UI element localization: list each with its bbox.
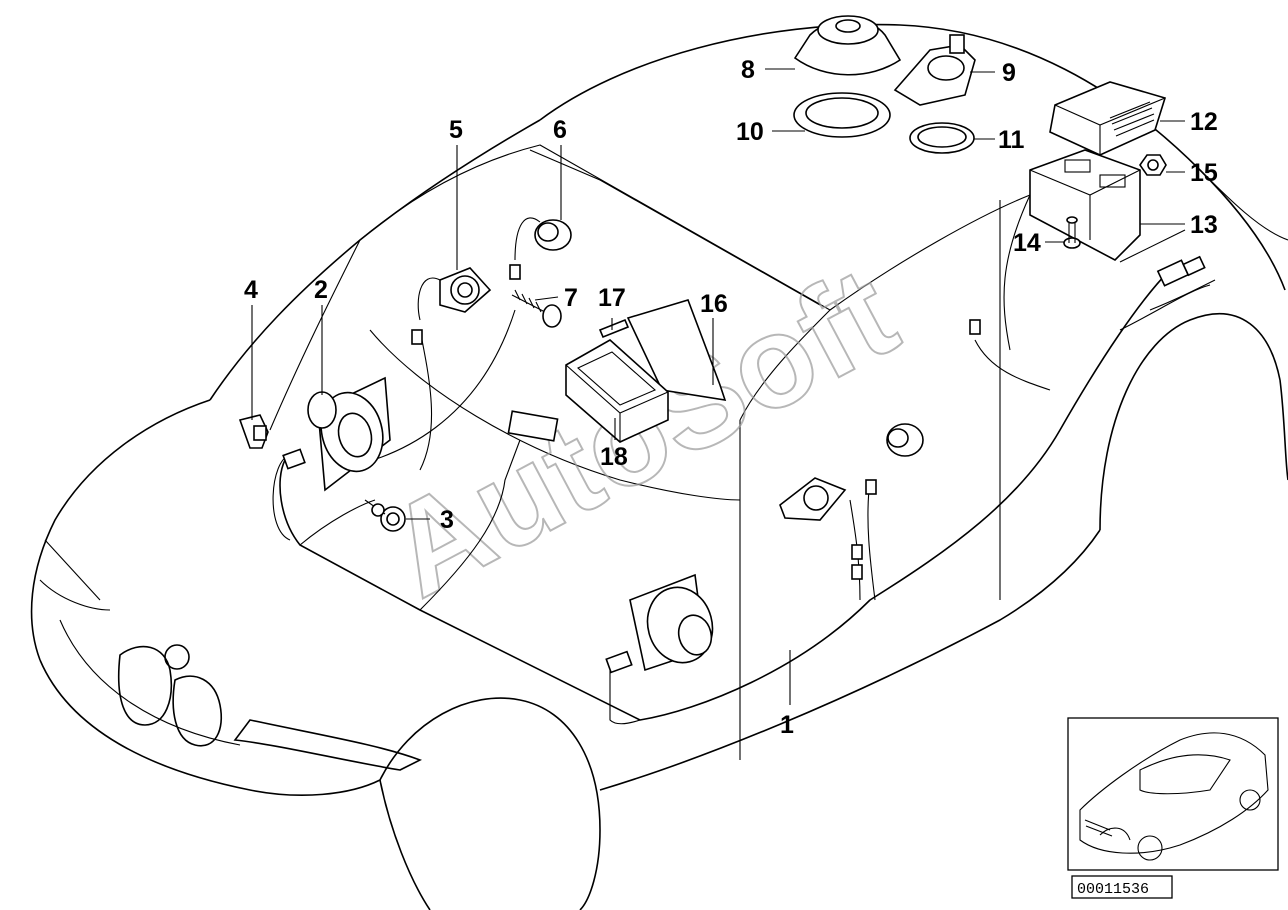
part-8-speaker <box>793 15 902 76</box>
callout-2: 2 <box>314 276 328 304</box>
callout-9: 9 <box>1002 59 1016 87</box>
leader-lines <box>251 68 1186 705</box>
part-5-tweeter <box>417 267 492 321</box>
callout-12: 12 <box>1190 108 1218 136</box>
part-9-speaker-bracket <box>893 34 976 106</box>
rear-tweeter-left <box>779 477 847 521</box>
callout-1: 1 <box>780 711 794 739</box>
callout-labels: 1 2 3 4 5 6 7 8 9 10 11 12 13 14 15 16 1… <box>244 56 1218 739</box>
wiring-harness <box>272 255 1216 725</box>
callout-5: 5 <box>449 116 463 144</box>
part-11-seal-ring <box>909 122 975 154</box>
part-6-tweeter-housing <box>514 217 572 261</box>
part-13-mounting-bracket <box>1029 149 1141 261</box>
part-4-clip <box>238 414 269 449</box>
part-17-strip <box>598 318 630 339</box>
callout-14: 14 <box>1013 229 1041 257</box>
rear-tweeter-housing <box>886 423 924 457</box>
part-16-cover-plate <box>626 299 727 401</box>
callout-16: 16 <box>700 290 728 318</box>
part-10-ring <box>793 92 891 138</box>
part-7-spring-screw <box>511 289 562 328</box>
part-3-screw <box>364 499 406 532</box>
part-18-radio-bay <box>565 339 669 443</box>
reference-number-box: 00011536 <box>1071 875 1173 899</box>
callout-17: 17 <box>598 284 626 312</box>
callout-18: 18 <box>600 443 628 471</box>
callout-4: 4 <box>244 276 258 304</box>
callout-15: 15 <box>1190 159 1218 187</box>
callout-11: 11 <box>998 126 1025 154</box>
callout-6: 6 <box>553 116 567 144</box>
inset-car-thumbnail <box>1067 717 1279 871</box>
part-15-nut <box>1139 154 1167 176</box>
callout-10: 10 <box>736 118 764 146</box>
callout-7: 7 <box>564 284 578 312</box>
callout-3: 3 <box>440 506 454 534</box>
callout-13: 13 <box>1190 211 1218 239</box>
part-12-amplifier <box>1049 81 1167 156</box>
part-14-bolt <box>1063 216 1081 249</box>
rear-door-speaker <box>629 573 714 672</box>
reference-number: 00011536 <box>1077 881 1149 898</box>
part-2-door-speaker <box>307 376 391 492</box>
car-body-outline <box>30 23 1288 910</box>
callout-8: 8 <box>741 56 755 84</box>
